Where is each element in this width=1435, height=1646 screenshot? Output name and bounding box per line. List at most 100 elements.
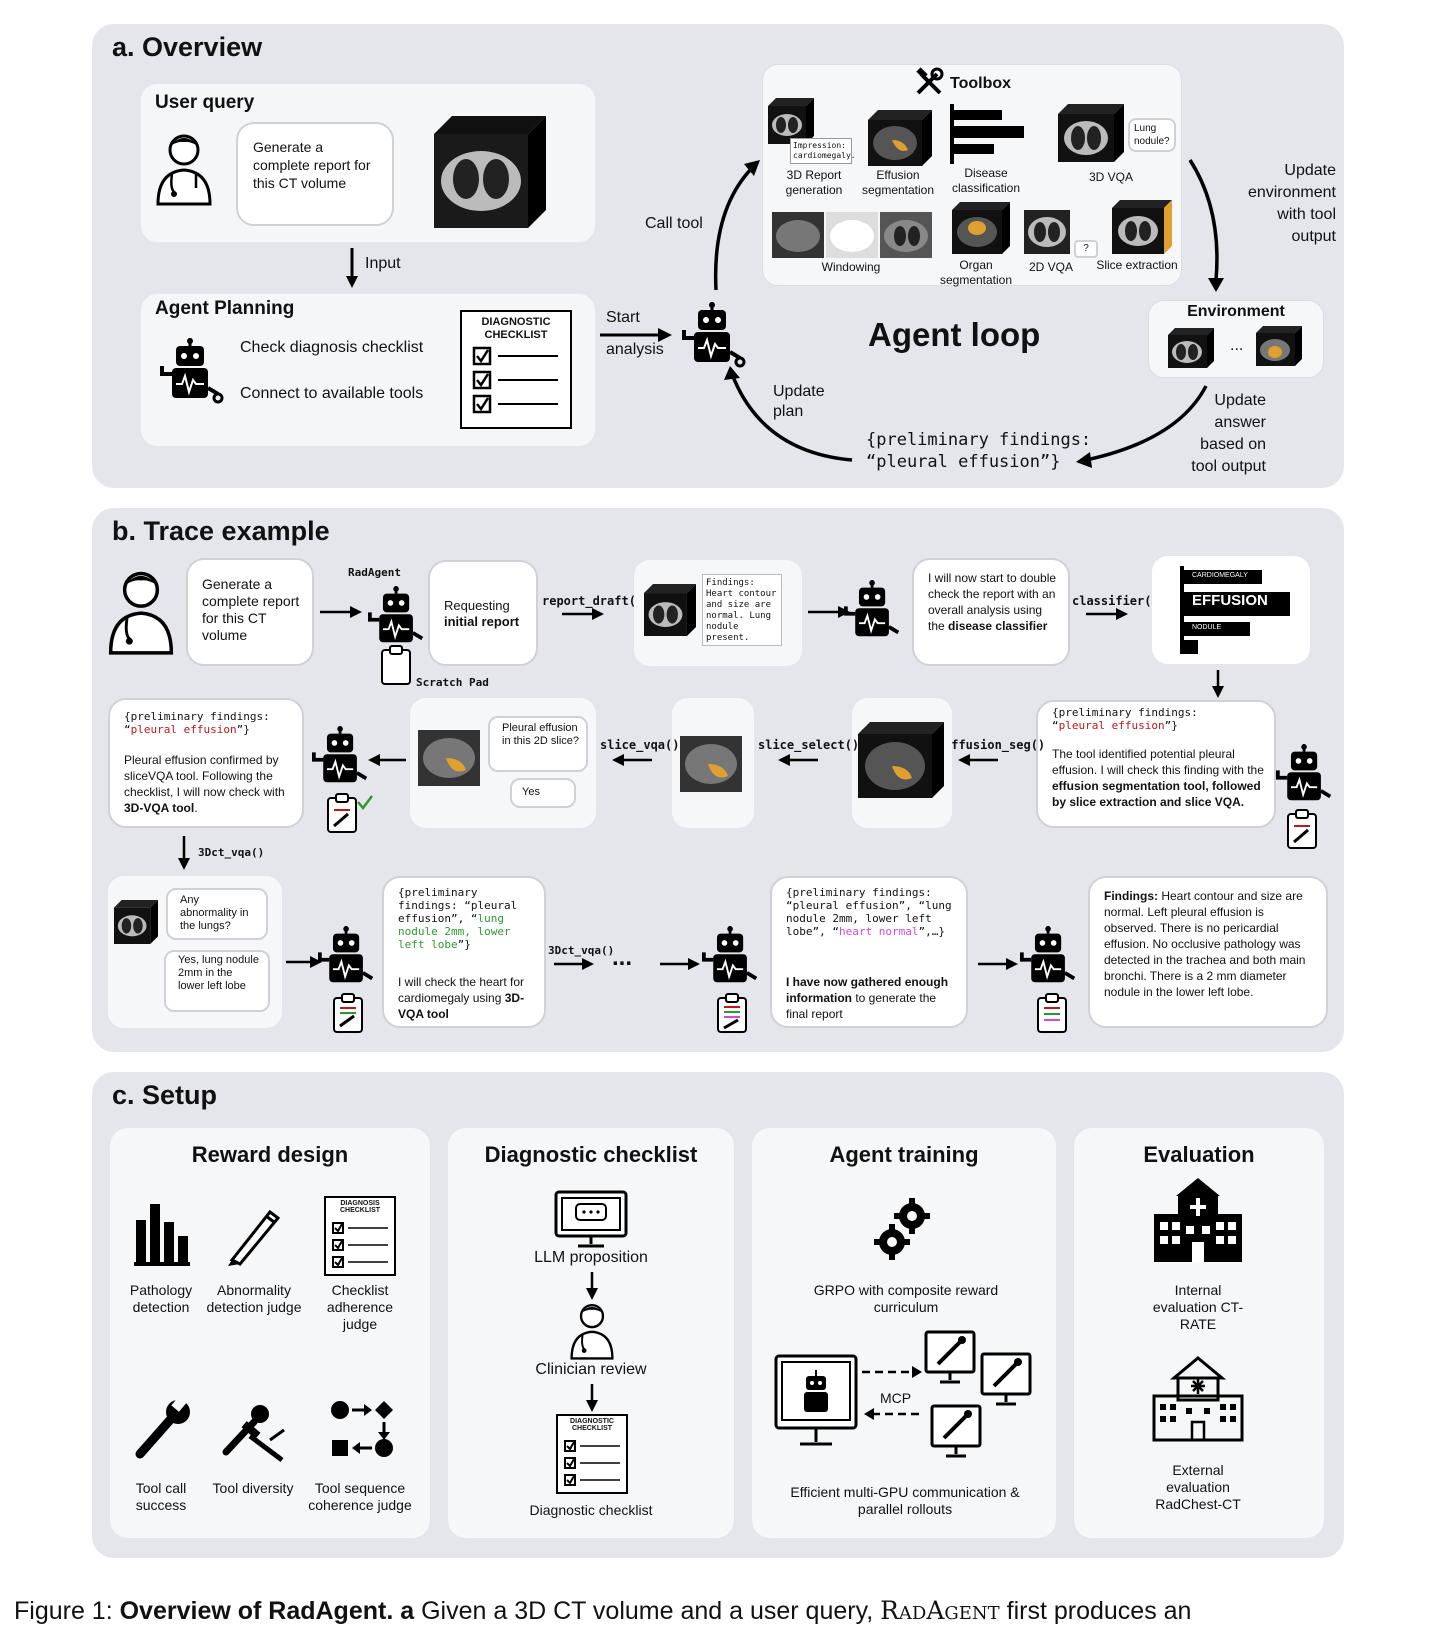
final-report-text: Findings: Heart contour and size are nor… bbox=[1104, 888, 1316, 1000]
ct-thumb-slice bbox=[1112, 200, 1172, 254]
classifier-call: classifier() bbox=[1072, 594, 1159, 609]
reward-design-box: Reward design bbox=[110, 1128, 430, 1538]
hammer-wrench-icon bbox=[915, 68, 943, 96]
arrow-slice-vqa bbox=[612, 754, 652, 766]
arrow-report-draft bbox=[562, 608, 604, 620]
final-code-2: ”,…} bbox=[918, 925, 945, 938]
reward-checklist-adherence: Checklist adherence judge bbox=[314, 1282, 406, 1333]
tool-3d-vqa: 3D VQA bbox=[1068, 170, 1154, 185]
slice-vqa-call: slice_vqa() bbox=[600, 738, 679, 753]
ct-slice-vqa bbox=[418, 730, 480, 786]
evaluation-title: Evaluation bbox=[1074, 1142, 1324, 1168]
requesting-text-1: Requesting bbox=[444, 598, 510, 614]
confirm-text: Pleural effusion confirmed by sliceVQA t… bbox=[124, 752, 296, 816]
final-report-body: Heart contour and size are normal. Left … bbox=[1104, 889, 1305, 999]
hospital-outline-icon bbox=[1150, 1356, 1246, 1442]
gears-icon bbox=[874, 1196, 934, 1260]
report-draft-call: report_draft() bbox=[542, 594, 643, 609]
eval-internal: Internal evaluation CT-RATE bbox=[1150, 1282, 1246, 1333]
update-plan-label: Update plan bbox=[773, 382, 843, 422]
panel-c-title: c. Setup bbox=[112, 1080, 217, 1111]
report-draft-text: Findings: Heart contour and size are nor… bbox=[702, 574, 782, 646]
final-code-pink: heart normal bbox=[839, 925, 918, 938]
slice-answer-bubble bbox=[510, 778, 576, 808]
seg-findings-q2: ”} bbox=[1165, 719, 1178, 732]
classification-bars-icon bbox=[950, 104, 1024, 164]
ct-thumb-3dvqa bbox=[1058, 104, 1124, 162]
slice-question-text: Pleural effusion in this 2D slice? bbox=[502, 722, 582, 748]
confirm-q1: “ bbox=[124, 723, 131, 736]
ct-slice-2dvqa bbox=[1024, 210, 1070, 254]
report-snippet: Impression: cardiomegaly. bbox=[790, 138, 852, 164]
confirm-q2: ”} bbox=[237, 723, 250, 736]
arrow-classifier bbox=[1086, 608, 1128, 620]
hospital-filled-icon bbox=[1150, 1178, 1246, 1262]
tool-2d-vqa: 2D VQA bbox=[1024, 260, 1078, 275]
checklist-step-final: Diagnostic checklist bbox=[510, 1502, 672, 1519]
windowing-strips bbox=[772, 212, 932, 258]
tool-organ-seg: Organ segmentation bbox=[936, 258, 1016, 288]
seg-findings-q1: “ bbox=[1052, 719, 1059, 732]
confirm-text-3: . bbox=[194, 801, 197, 815]
caption-bold-a: a bbox=[393, 1597, 414, 1625]
reward-pathology: Pathology detection bbox=[118, 1282, 204, 1316]
confirm-red: pleural effusion bbox=[131, 723, 237, 736]
ct-vqa-question-text: Any abnormality in the lungs? bbox=[180, 894, 258, 933]
scratch-pad-3 bbox=[1286, 810, 1318, 850]
requesting-text-2: initial report bbox=[444, 614, 519, 630]
seg-findings-red: pleural effusion bbox=[1059, 719, 1165, 732]
arrow-down-3dvqa bbox=[178, 836, 190, 870]
radagent-label: RadAgent bbox=[348, 566, 401, 579]
tool-disease-classification: Disease classification bbox=[944, 166, 1028, 196]
double-check-text: I will now start to double check the rep… bbox=[928, 570, 1058, 634]
reward-checklist-checks bbox=[332, 1222, 390, 1272]
arrow-final-robot bbox=[978, 958, 1018, 970]
robot-trace-3 bbox=[1276, 744, 1334, 806]
arrow-to-robot-confirm bbox=[368, 754, 406, 766]
findings-line-2: “pleural effusion”} bbox=[866, 452, 1060, 472]
clinician-review-icon bbox=[568, 1302, 616, 1360]
radagent-robot bbox=[368, 586, 426, 648]
arrow-llm-clinician bbox=[586, 1272, 598, 1300]
training-grpo: GRPO with composite reward curriculum bbox=[800, 1282, 1012, 1316]
vqa-bubble-text: Lung nodule? bbox=[1134, 122, 1174, 148]
scratch-pad-5 bbox=[332, 994, 364, 1034]
arrow-vqa3d-2 bbox=[554, 958, 594, 970]
training-mcp: MCP bbox=[880, 1390, 911, 1407]
heart-code-2: ”} bbox=[458, 938, 471, 951]
checklist-step-llm: LLM proposition bbox=[518, 1248, 664, 1268]
ct-slice-effusion bbox=[680, 736, 742, 792]
tool-3d-report: 3D Report generation bbox=[776, 168, 852, 198]
eval-external: External evaluation RadChest-CT bbox=[1146, 1462, 1250, 1513]
confirm-text-1: Pleural effusion confirmed by sliceVQA t… bbox=[124, 753, 285, 799]
tool-slice-extraction: Slice extraction bbox=[1092, 258, 1182, 273]
reward-tool-call: Tool call success bbox=[118, 1480, 204, 1514]
caption-prefix: Figure 1: bbox=[14, 1597, 120, 1625]
update-env-label: Update environment with tool output bbox=[1236, 160, 1336, 248]
double-check-text-2: disease classifier bbox=[948, 619, 1047, 633]
vqa3d-call-2: 3Dct_vqa() bbox=[548, 944, 614, 957]
setup-checklist-checks bbox=[564, 1440, 622, 1490]
robot-trace-5 bbox=[318, 926, 376, 988]
ct-thumb-organ bbox=[952, 202, 1010, 254]
monitor-chat-icon bbox=[554, 1190, 628, 1248]
findings-line-1: {preliminary findings: bbox=[866, 430, 1091, 450]
classifier-bars bbox=[1180, 566, 1290, 654]
tool-effusion-seg: Effusion segmentation bbox=[858, 168, 938, 198]
reward-abnormality: Abnormality detection judge bbox=[204, 1282, 304, 1316]
setup-checklist-doc-title: DIAGNOSTIC CHECKLIST bbox=[560, 1418, 624, 1432]
panel-b-title: b. Trace example bbox=[112, 516, 330, 547]
caption-bold: Overview of RadAgent. bbox=[120, 1597, 394, 1625]
scratch-pad-7 bbox=[1036, 994, 1068, 1034]
trace-user-text: Generate a complete report for this CT v… bbox=[202, 576, 306, 644]
training-multi-gpu: Efficient multi-GPU communication & para… bbox=[778, 1484, 1032, 1518]
robot-trace-2 bbox=[844, 580, 902, 642]
arrow-dots-robot bbox=[660, 958, 700, 970]
ct-report-thumb bbox=[644, 584, 696, 636]
confirm-code-1: {preliminary findings: bbox=[124, 710, 270, 723]
seg-findings-code-1: {preliminary findings: bbox=[1052, 706, 1198, 719]
caption-text-1: Given a 3D CT volume and a user query, bbox=[414, 1597, 880, 1625]
reward-checklist-title: DIAGNOSIS CHECKLIST bbox=[328, 1200, 392, 1214]
arrow-ct-robot bbox=[286, 956, 322, 968]
environment-ellipsis: ... bbox=[1230, 336, 1243, 356]
